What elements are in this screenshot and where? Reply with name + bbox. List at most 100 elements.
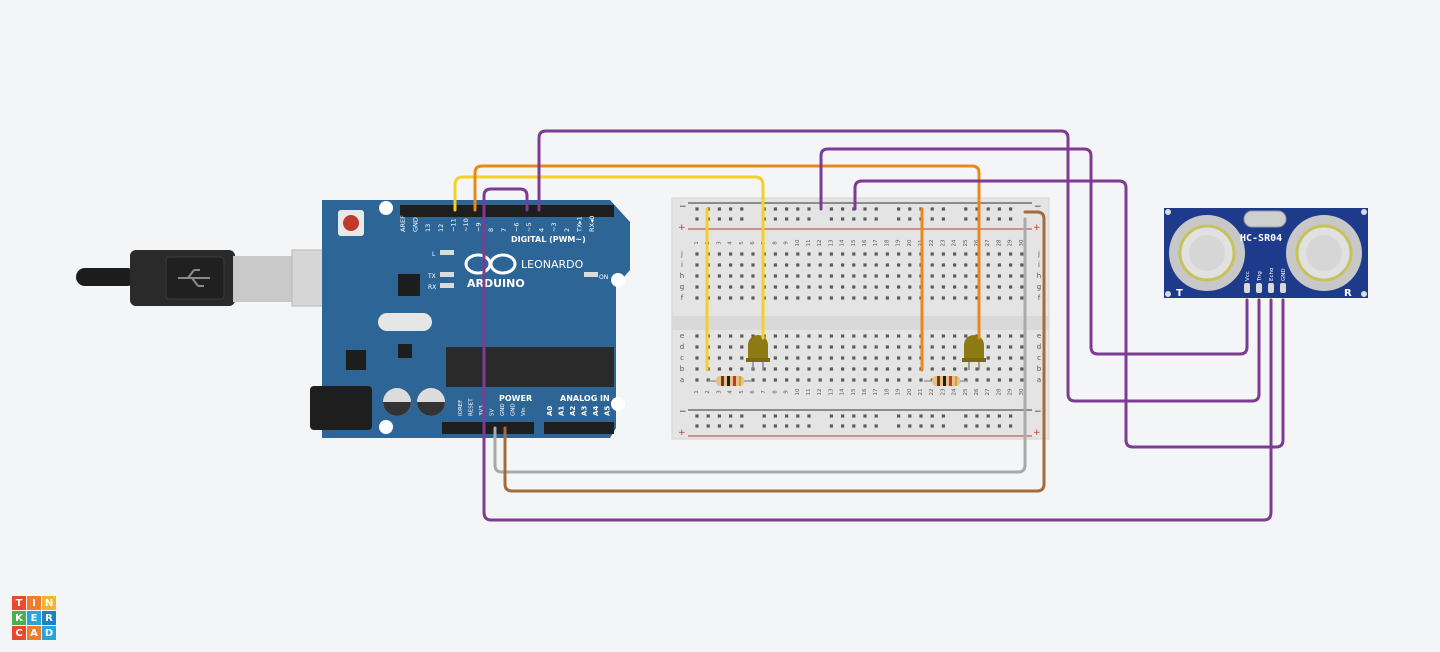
breadboard-hole[interactable] — [908, 252, 912, 256]
rail-hole[interactable] — [897, 414, 901, 418]
breadboard-hole[interactable] — [717, 334, 721, 338]
breadboard-hole[interactable] — [897, 274, 901, 278]
breadboard-hole[interactable] — [1020, 296, 1024, 300]
rail-hole[interactable] — [852, 217, 856, 221]
rail-hole[interactable] — [740, 414, 744, 418]
breadboard-hole[interactable] — [885, 263, 889, 267]
breadboard-hole[interactable] — [986, 334, 990, 338]
breadboard-hole[interactable] — [829, 356, 833, 360]
breadboard-hole[interactable] — [953, 296, 957, 300]
breadboard-hole[interactable] — [1009, 252, 1013, 256]
rail-hole[interactable] — [1009, 207, 1013, 211]
rail-hole[interactable] — [773, 424, 777, 428]
breadboard-hole[interactable] — [930, 263, 934, 267]
breadboard-hole[interactable] — [964, 263, 968, 267]
breadboard-hole[interactable] — [785, 356, 789, 360]
breadboard-hole[interactable] — [953, 356, 957, 360]
breadboard-hole[interactable] — [785, 285, 789, 289]
breadboard-hole[interactable] — [717, 263, 721, 267]
breadboard-hole[interactable] — [740, 263, 744, 267]
breadboard-hole[interactable] — [930, 334, 934, 338]
breadboard-hole[interactable] — [852, 274, 856, 278]
breadboard-hole[interactable] — [751, 378, 755, 382]
breadboard-hole[interactable] — [841, 296, 845, 300]
breadboard-hole[interactable] — [941, 274, 945, 278]
wire-brown-gnd[interactable] — [503, 210, 1046, 493]
breadboard-hole[interactable] — [773, 263, 777, 267]
rail-hole[interactable] — [706, 424, 710, 428]
breadboard-hole[interactable] — [852, 345, 856, 349]
rail-hole[interactable] — [829, 424, 833, 428]
rail-hole[interactable] — [1009, 217, 1013, 221]
rail-hole[interactable] — [785, 207, 789, 211]
breadboard-hole[interactable] — [897, 296, 901, 300]
breadboard-hole[interactable] — [807, 345, 811, 349]
breadboard-hole[interactable] — [908, 356, 912, 360]
breadboard-hole[interactable] — [953, 285, 957, 289]
breadboard-hole[interactable] — [717, 252, 721, 256]
breadboard-hole[interactable] — [874, 334, 878, 338]
rail-hole[interactable] — [717, 414, 721, 418]
breadboard-hole[interactable] — [964, 334, 968, 338]
rail-hole[interactable] — [796, 424, 800, 428]
rail-hole[interactable] — [807, 207, 811, 211]
breadboard-hole[interactable] — [863, 252, 867, 256]
breadboard-hole[interactable] — [986, 252, 990, 256]
rail-hole[interactable] — [874, 424, 878, 428]
breadboard-hole[interactable] — [751, 274, 755, 278]
breadboard-hole[interactable] — [986, 274, 990, 278]
rail-hole[interactable] — [964, 414, 968, 418]
breadboard-hole[interactable] — [829, 367, 833, 371]
breadboard-hole[interactable] — [885, 367, 889, 371]
breadboard-hole[interactable] — [953, 263, 957, 267]
breadboard-hole[interactable] — [785, 296, 789, 300]
breadboard-hole[interactable] — [885, 296, 889, 300]
breadboard-hole[interactable] — [751, 252, 755, 256]
breadboard-hole[interactable] — [751, 263, 755, 267]
breadboard-hole[interactable] — [841, 378, 845, 382]
breadboard-hole[interactable] — [796, 296, 800, 300]
breadboard-hole[interactable] — [975, 263, 979, 267]
reset-button[interactable] — [343, 215, 359, 231]
rail-hole[interactable] — [1009, 424, 1013, 428]
breadboard-hole[interactable] — [874, 378, 878, 382]
rail-hole[interactable] — [930, 207, 934, 211]
breadboard-hole[interactable] — [740, 367, 744, 371]
breadboard-hole[interactable] — [964, 274, 968, 278]
breadboard-hole[interactable] — [930, 296, 934, 300]
rail-hole[interactable] — [964, 217, 968, 221]
breadboard-hole[interactable] — [908, 367, 912, 371]
wire-yellow-pin12-led1[interactable] — [453, 175, 765, 340]
breadboard-hole[interactable] — [807, 334, 811, 338]
breadboard-hole[interactable] — [997, 285, 1001, 289]
breadboard-hole[interactable] — [930, 252, 934, 256]
breadboard-hole[interactable] — [908, 378, 912, 382]
breadboard-hole[interactable] — [1020, 263, 1024, 267]
breadboard-hole[interactable] — [1009, 345, 1013, 349]
rail-hole[interactable] — [841, 217, 845, 221]
breadboard-hole[interactable] — [897, 378, 901, 382]
breadboard-hole[interactable] — [986, 367, 990, 371]
breadboard-hole[interactable] — [818, 356, 822, 360]
rail-hole[interactable] — [729, 424, 733, 428]
breadboard-hole[interactable] — [953, 367, 957, 371]
breadboard-hole[interactable] — [997, 334, 1001, 338]
breadboard-hole[interactable] — [807, 285, 811, 289]
breadboard-hole[interactable] — [997, 345, 1001, 349]
breadboard-hole[interactable] — [986, 345, 990, 349]
breadboard-hole[interactable] — [841, 367, 845, 371]
rail-hole[interactable] — [997, 207, 1001, 211]
breadboard-hole[interactable] — [818, 285, 822, 289]
rail-hole[interactable] — [975, 217, 979, 221]
breadboard-hole[interactable] — [841, 356, 845, 360]
rail-hole[interactable] — [796, 217, 800, 221]
breadboard-hole[interactable] — [829, 274, 833, 278]
breadboard-hole[interactable] — [953, 345, 957, 349]
rail-hole[interactable] — [930, 217, 934, 221]
breadboard-hole[interactable] — [941, 334, 945, 338]
rail-hole[interactable] — [863, 424, 867, 428]
rail-hole[interactable] — [908, 207, 912, 211]
breadboard-hole[interactable] — [975, 296, 979, 300]
rail-hole[interactable] — [874, 414, 878, 418]
